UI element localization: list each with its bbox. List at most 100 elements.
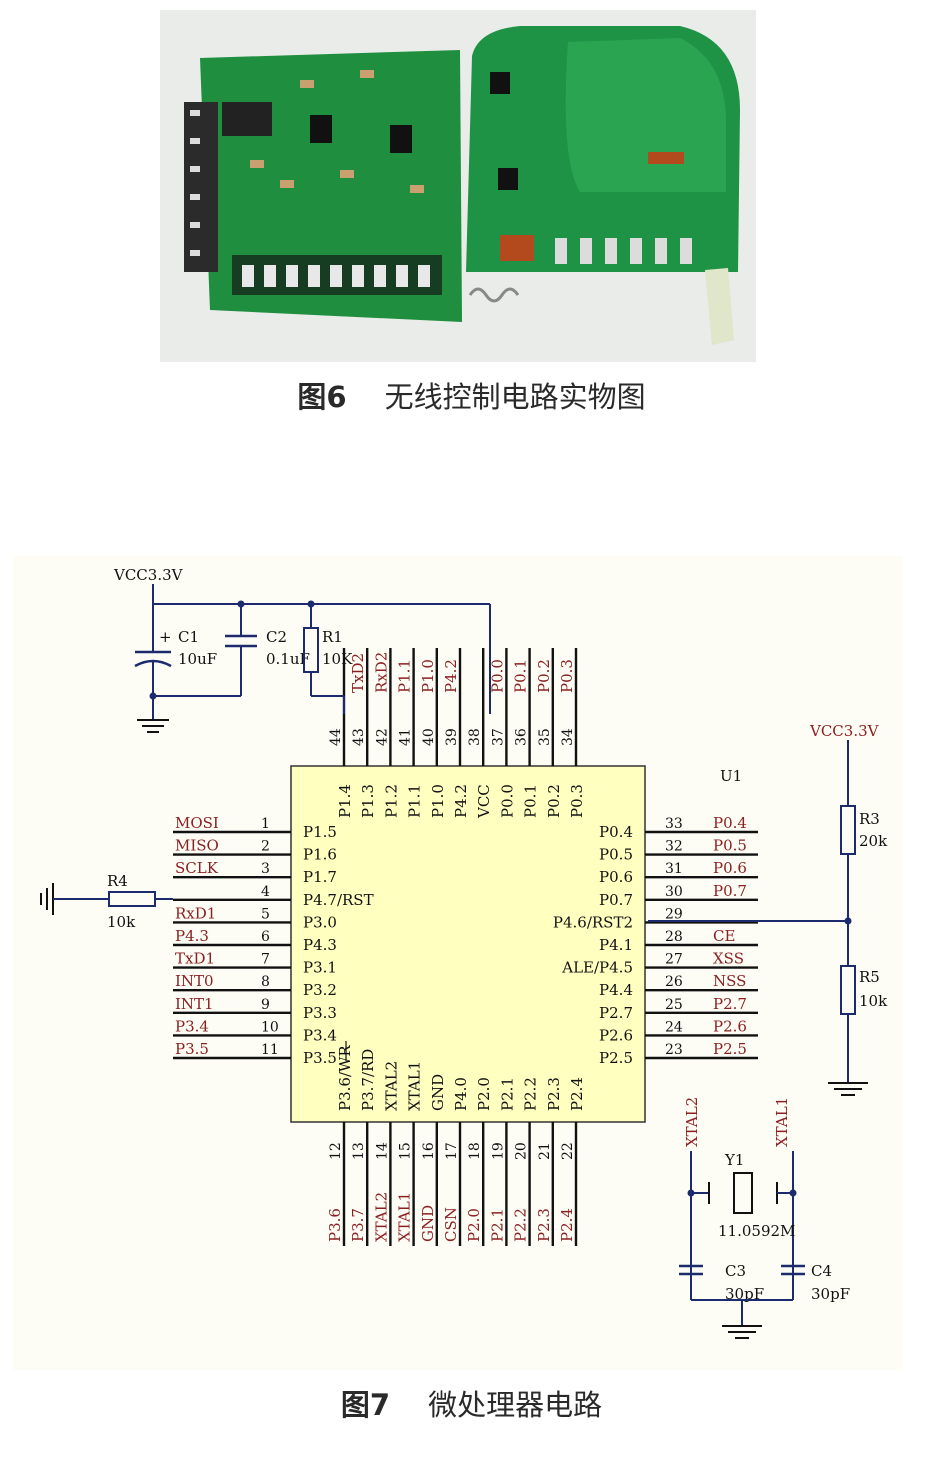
svg-text:30pF: 30pF (725, 1285, 764, 1303)
pin-name-right-29: P4.6/RST2 (553, 913, 633, 931)
ground-symbol-r4 (40, 883, 69, 915)
net-label-right-26: NSS (713, 972, 746, 990)
svg-text:11.0592M: 11.0592M (718, 1222, 795, 1240)
pin-number-41: 41 (398, 728, 414, 746)
pin-number-33: 33 (665, 816, 683, 832)
net-label-bottom-22: P2.4 (558, 1208, 576, 1242)
pin-name-right-27: ALE/P4.5 (561, 959, 633, 977)
net-label-right-32: P0.5 (713, 837, 747, 855)
pin-number-42: 42 (374, 728, 390, 746)
pin-number-35: 35 (537, 728, 553, 746)
pin-name-right-32: P0.5 (599, 846, 633, 864)
pin-name-left-8: P3.2 (303, 981, 337, 999)
svg-text:Y1: Y1 (724, 1151, 744, 1169)
svg-text:20k: 20k (859, 832, 888, 850)
top-pin-group: 44P1.4TxD243P1.3RxD242P1.2P1.141P1.1P1.0… (328, 648, 586, 819)
pin-name-right-31: P0.6 (599, 868, 633, 886)
pin-number-44: 44 (328, 728, 344, 746)
pin-name-left-1: P1.5 (303, 823, 337, 841)
pin-name-left-9: P3.3 (303, 1004, 337, 1022)
pin-number-43: 43 (351, 728, 367, 746)
pin-name-top-35: P0.2 (545, 784, 563, 818)
crystal-net-xtal1: XTAL1 (773, 1097, 791, 1147)
pin-name-left-3: P1.7 (303, 868, 337, 886)
pin-name-left-6: P4.3 (303, 936, 337, 954)
u1-ref: U1 (720, 767, 742, 785)
svg-text:10k: 10k (859, 992, 888, 1010)
pin-number-18: 18 (467, 1142, 483, 1160)
pin-number-8: 8 (261, 974, 270, 990)
pin-number-30: 30 (665, 884, 683, 900)
pin-number-24: 24 (665, 1019, 683, 1035)
net-label-top-37: P0.0 (488, 659, 506, 693)
net-label-right-25: P2.7 (713, 995, 747, 1013)
pin-number-6: 6 (261, 929, 270, 945)
net-label-left-8: INT0 (175, 972, 214, 990)
pin-number-28: 28 (665, 929, 683, 945)
pin-name-left-2: P1.6 (303, 846, 337, 864)
pin-number-22: 22 (560, 1142, 576, 1160)
transmitter-board-image (466, 26, 740, 345)
resistor-r5: R5 10k (840, 965, 888, 1015)
net-label-bottom-18: P2.0 (465, 1208, 483, 1242)
net-label-right-24: P2.6 (713, 1017, 747, 1035)
net-label-left-2: MISO (175, 837, 219, 855)
pin-number-11: 11 (261, 1042, 279, 1058)
pin-name-bottom-13: P3.7/RD (359, 1049, 377, 1111)
pin-name-top-40: P1.0 (429, 784, 447, 818)
figure6-number: 图6 (297, 380, 347, 414)
net-label-bottom-15: XTAL1 (396, 1192, 414, 1242)
pin-name-right-33: P0.4 (599, 823, 633, 841)
pin-number-16: 16 (421, 1142, 437, 1160)
pin-name-right-24: P2.6 (599, 1026, 633, 1044)
net-label-bottom-14: XTAL2 (372, 1192, 390, 1242)
ground-symbol-c1 (137, 696, 169, 733)
svg-text:C1: C1 (178, 628, 199, 646)
svg-text:10K: 10K (322, 650, 353, 668)
pin-number-20: 20 (514, 1142, 530, 1160)
svg-text:0.1uF: 0.1uF (266, 650, 310, 668)
net-label-left-1: MOSI (175, 814, 219, 832)
figure7-title: 微处理器电路 (428, 1388, 603, 1422)
net-label-left-7: TxD1 (175, 950, 215, 968)
pin-name-top-38: VCC (475, 784, 493, 819)
pin-number-25: 25 (665, 997, 683, 1013)
pin-name-right-28: P4.1 (599, 936, 633, 954)
bottom-pin-group: P3.6/WR12P3.6P3.7/RD13P3.7XTAL214XTAL2XT… (326, 1045, 586, 1246)
pin-number-21: 21 (537, 1142, 553, 1160)
pin-number-29: 29 (665, 906, 683, 922)
resistor-r4: R4 10k (69, 872, 173, 931)
capacitor-c2: C2 0.1uF (149, 604, 310, 700)
crystal-net-xtal2: XTAL2 (683, 1097, 701, 1147)
net-label-bottom-20: P2.2 (512, 1208, 530, 1242)
pin-number-23: 23 (665, 1042, 683, 1058)
pin-number-37: 37 (490, 728, 506, 746)
pin-name-bottom-12: P3.6/WR (336, 1045, 354, 1111)
svg-text:R4: R4 (107, 872, 128, 890)
pin-name-bottom-14: XTAL2 (382, 1061, 400, 1111)
pin-number-1: 1 (261, 816, 270, 832)
net-label-right-27: XSS (713, 950, 744, 968)
pin-name-top-37: P0.0 (498, 784, 516, 818)
pin-number-9: 9 (261, 997, 270, 1013)
pin-name-left-5: P3.0 (303, 913, 337, 931)
net-label-top-41: P1.1 (396, 659, 414, 693)
pin-number-4: 4 (261, 884, 270, 900)
pin-number-31: 31 (665, 861, 683, 877)
net-label-bottom-19: P2.1 (488, 1208, 506, 1242)
net-label-top-40: P1.0 (419, 659, 437, 693)
pin-number-40: 40 (421, 728, 437, 746)
pin-name-top-36: P0.1 (522, 784, 540, 818)
net-label-left-5: RxD1 (175, 904, 216, 922)
net-label-bottom-12: P3.6 (326, 1208, 344, 1242)
pin-name-bottom-20: P2.2 (522, 1077, 540, 1111)
net-label-bottom-13: P3.7 (349, 1208, 367, 1242)
pin-name-top-44: P1.4 (336, 784, 354, 818)
net-label-right-30: P0.7 (713, 882, 747, 900)
u1-chip-body (290, 765, 646, 1123)
capacitor-c1: + C1 10uF (134, 604, 217, 696)
ground-symbol-r5 (828, 1082, 868, 1096)
pin-name-right-26: P4.4 (599, 981, 633, 999)
